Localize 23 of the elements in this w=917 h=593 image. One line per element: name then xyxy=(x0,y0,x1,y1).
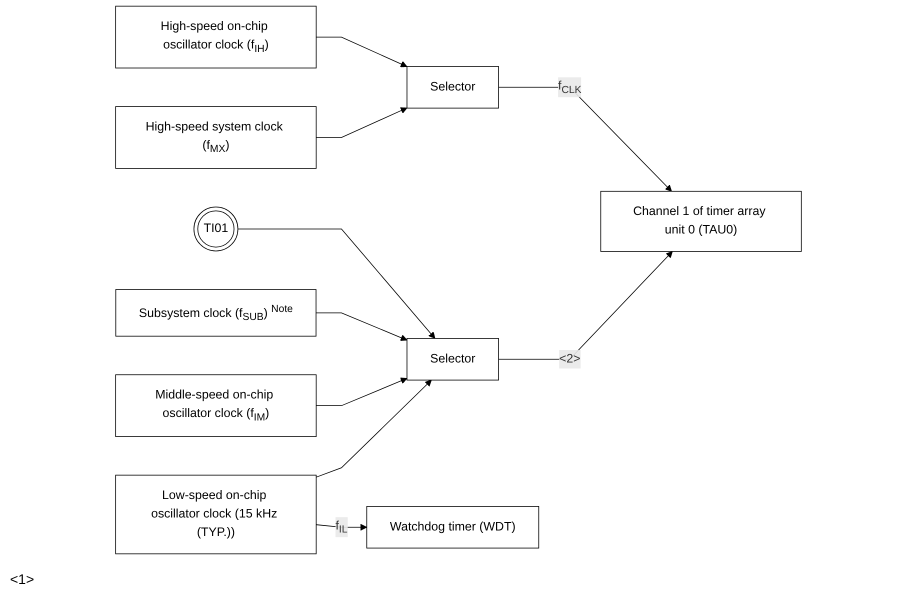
arrow xyxy=(498,86,672,192)
node-box: Watchdog timer (WDT) xyxy=(366,506,540,548)
node-circle: TI01 xyxy=(194,206,238,252)
edge-label: f$_{IL}$ xyxy=(335,519,348,536)
callout-label: <1> xyxy=(10,571,34,587)
node-box: Channel 1 of timer array unit 0 (TAU0) xyxy=(600,190,802,252)
arrow xyxy=(316,380,432,478)
arrow xyxy=(316,378,408,406)
node-box: High-speed system clock (f$_{MX}$) xyxy=(115,106,317,169)
arrow xyxy=(498,251,673,360)
arrow xyxy=(316,524,368,531)
arrow xyxy=(316,36,408,68)
arrow xyxy=(316,107,408,138)
edge-label: <2> xyxy=(559,352,580,366)
node-box: Subsystem clock (f$_{SUB}$) $^{Note}$ xyxy=(115,289,316,337)
node-box: Selector xyxy=(406,66,499,108)
node-box: Low-speed on-chip oscillator clock (15 kHz (TYP.)) xyxy=(115,474,317,554)
arrow xyxy=(238,228,436,339)
node-box: High-speed on-chip oscillator clock (f$_{IH}$) xyxy=(115,6,317,68)
arrow xyxy=(316,312,408,341)
node-box: Middle-speed on-chip oscillator clock (f$_{IM}$) xyxy=(115,374,317,437)
edge-label: f$_{CLK}$ xyxy=(558,80,582,96)
node-box: Selector xyxy=(406,338,499,380)
